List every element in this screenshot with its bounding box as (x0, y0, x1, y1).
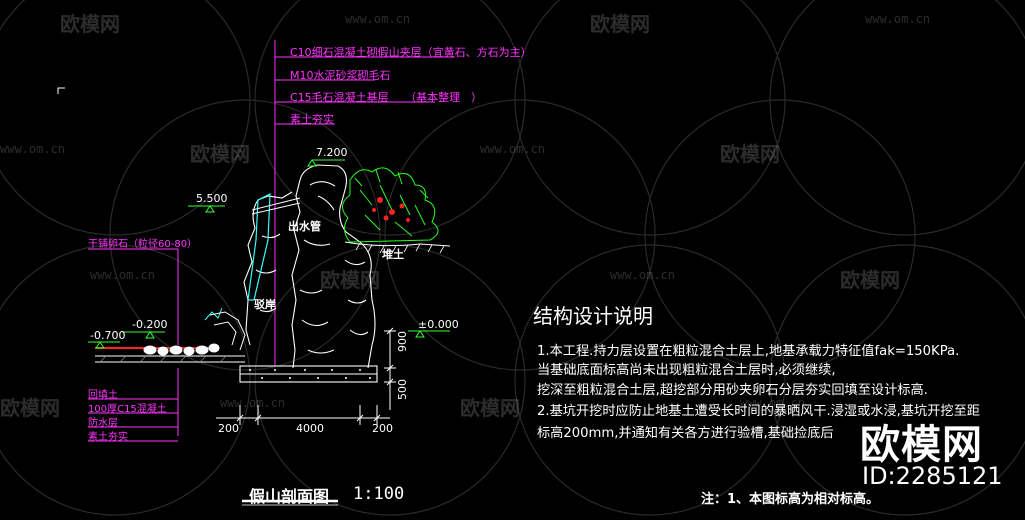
callout-label: M10水泥砂浆砌毛石 (290, 69, 391, 82)
watermark-logo: 欧模网 (60, 12, 120, 36)
vertical-dimensions (384, 327, 396, 410)
watermark-logo: 欧模网 (320, 268, 380, 292)
water-spout (204, 193, 301, 321)
callout-label: 100厚C15混凝土 (88, 404, 167, 415)
watermark-url: www.om.cn (0, 142, 66, 156)
watermark-logo: 欧模网 (720, 142, 780, 166)
flowers (372, 197, 410, 222)
foliage (342, 167, 439, 243)
watermark-url: www.om.cn (610, 268, 676, 282)
foundation-fill (249, 369, 371, 379)
note-line: 1.本工程.持力层设置在粗粒混合土层上,地基承载力特征值fak=150KPa. (537, 344, 960, 359)
callout-label: 素土夯实 (88, 432, 128, 443)
rockery-outline (243, 164, 376, 369)
elevation-label: 7.200 (316, 146, 348, 159)
callout-label: 干铺卵石（粒径60-80） (88, 239, 198, 250)
elevation-label: -0.200 (132, 318, 168, 331)
top-callout-leaders (274, 40, 455, 365)
watermark-logo: 欧模网 (590, 12, 650, 36)
watermark-url: www.om.cn (345, 12, 411, 26)
dimension-label: 200 (372, 422, 393, 435)
callout-label: 素土夯实 (290, 113, 334, 126)
watermark-logo: 欧模网 (190, 142, 250, 166)
dimension-label: 200 (218, 422, 239, 435)
title-underline (242, 499, 338, 506)
note-line: 挖深至粗粒混合土层,超挖部分用砂夹卵石分层夯实回填至设计标高. (537, 383, 928, 398)
callout-label: C15毛石混凝土基层 （基本整理 ） (290, 91, 483, 104)
bank-label: 驳岸 (254, 298, 276, 311)
horizontal-dimensions (216, 405, 390, 425)
note-line: 当基础底面标高尚未出现粗粒混合土层时,必须继续, (537, 363, 836, 378)
watermark-url: www.om.cn (220, 396, 286, 410)
dimension-label: 900 (396, 331, 409, 352)
elevation-label: -0.700 (90, 329, 126, 342)
drawing-scale: 1:100 (353, 484, 405, 504)
callout-label: 回填土 (88, 390, 118, 401)
watermark-logo: 欧模网 (840, 268, 900, 292)
foundation (239, 365, 378, 383)
watermark-logo: 欧模网 (0, 396, 60, 420)
pool-bed-hatch (99, 355, 227, 363)
dimension-label: 4000 (296, 422, 324, 435)
bottom-callout-leaders (88, 368, 179, 442)
outlet-label: 出水管 (288, 220, 321, 233)
brand-logo: 欧模网 (860, 422, 983, 468)
note-line: 标高200mm,并通知有关各方进行验槽,基础捡底后 (537, 426, 834, 441)
brand-id: ID:2285121 (862, 462, 1003, 490)
mound-label: 堆土 (382, 248, 404, 261)
notes-heading: 结构设计说明 (533, 304, 653, 328)
elevation-label: 5.500 (196, 192, 228, 205)
watermark-url: www.om.cn (480, 142, 546, 156)
left-callout-leader (88, 248, 179, 345)
callout-label: 防水层 (88, 418, 118, 429)
watermark-logo: 欧模网 (460, 396, 520, 420)
drawing-title: 假山剖面图 (249, 487, 330, 506)
pebbles (143, 343, 220, 356)
corner-mark (57, 87, 65, 94)
note-line: 2.基坑开挖时应防止地基土遭受长时间的暴晒风干.浸湿或水浸,基坑开挖至距 (537, 404, 980, 419)
watermark-url: www.om.cn (90, 268, 156, 282)
footnote: 注：1、本图标高为相对标高。 (701, 492, 880, 507)
mound-hatch (355, 242, 445, 254)
watermark-url: www.om.cn (865, 12, 931, 26)
watermark-url: www.om.cn (740, 396, 806, 410)
dimension-label: 500 (396, 379, 409, 400)
elevation-label: ±0.000 (418, 318, 459, 331)
callout-label: C10细石混凝土砌假山夹层（宜黄石、方石为主） (290, 46, 532, 59)
elevation-markers (88, 159, 450, 349)
